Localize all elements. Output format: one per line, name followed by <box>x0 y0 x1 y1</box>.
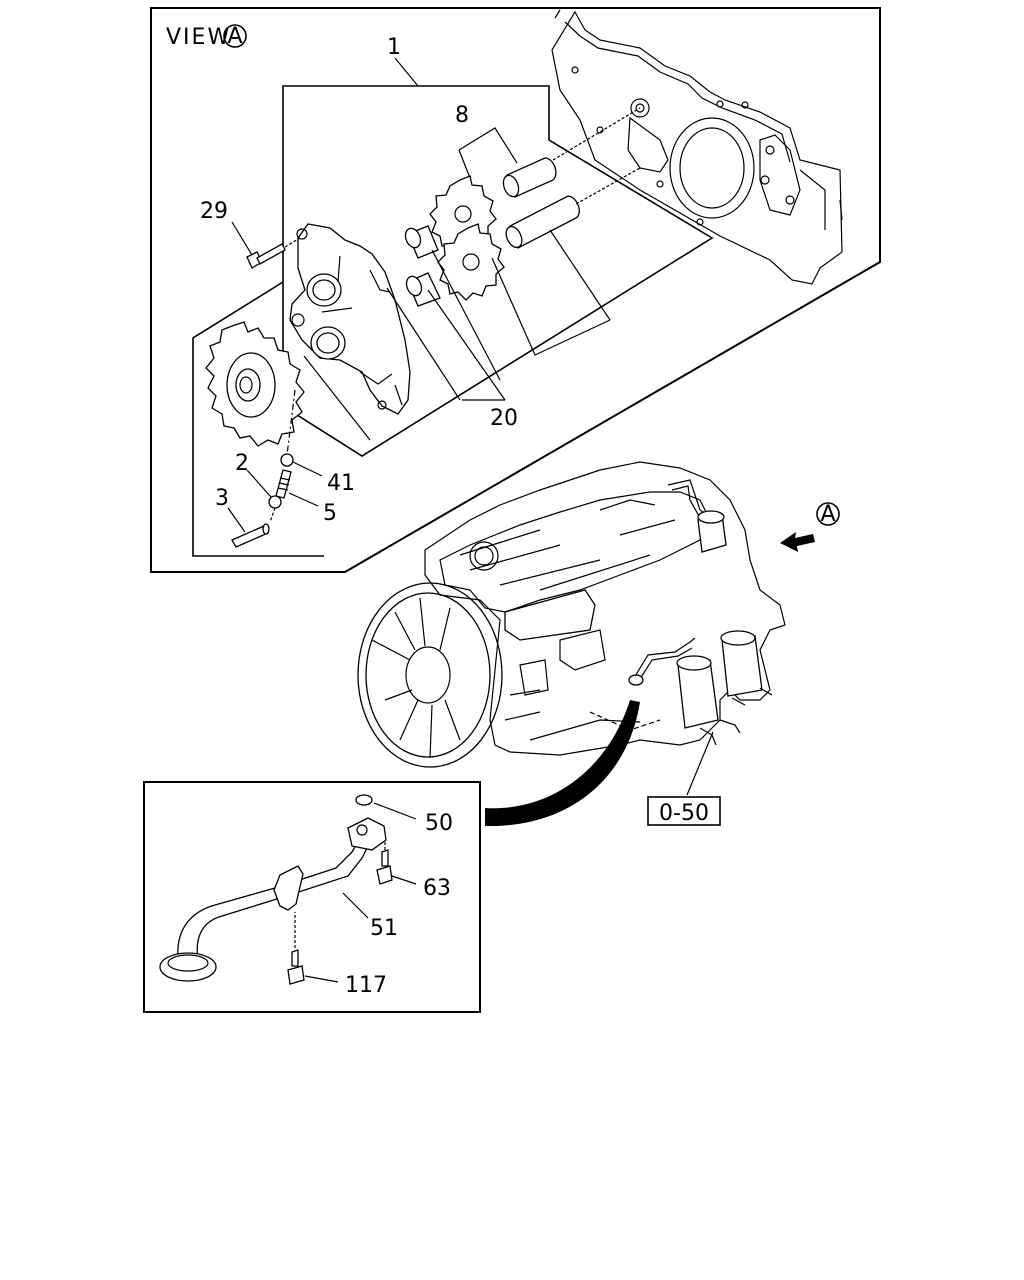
engine-illustration <box>357 461 786 768</box>
callout-labels-upper: 1 8 29 20 41 2 5 3 <box>200 35 518 526</box>
callout-8: 8 <box>455 103 469 128</box>
view-marker-text: A <box>227 24 242 49</box>
shaft-parts <box>458 107 641 249</box>
assembly-bracket <box>192 57 714 557</box>
view-a-frame <box>150 7 881 573</box>
pump-gears <box>429 175 505 301</box>
callout-41: 41 <box>327 471 355 496</box>
callout-5: 5 <box>323 501 337 526</box>
callout-labels-lower: 50 63 51 117 <box>345 811 453 998</box>
callout-29: 29 <box>200 199 228 224</box>
callout-2: 2 <box>235 451 249 476</box>
callout-51: 51 <box>370 916 398 941</box>
arrow-marker-text: A <box>820 502 835 527</box>
bolt-29 <box>246 237 301 269</box>
bushing-parts <box>404 225 441 307</box>
relief-valve-parts <box>231 389 296 548</box>
callout-1: 1 <box>387 35 401 60</box>
drive-gear <box>205 321 305 447</box>
view-a-label: VIEW A <box>166 24 247 50</box>
view-direction-arrow: A <box>780 502 840 552</box>
callout-50: 50 <box>425 811 453 836</box>
arrow-marker-circle <box>816 502 840 526</box>
reference-callout: 0-50 <box>647 731 721 826</box>
callout-3: 3 <box>215 486 229 511</box>
engine-block-illustration <box>551 9 843 285</box>
view-marker-circle <box>223 24 247 48</box>
pump-housing <box>289 223 411 415</box>
reference-box <box>647 796 721 826</box>
callout-leaders <box>227 221 611 533</box>
callout-117: 117 <box>345 973 387 998</box>
oil-strainer <box>159 794 393 985</box>
callout-20: 20 <box>490 406 518 431</box>
reference-box-text: 0-50 <box>659 801 709 826</box>
detail-callout-arrow <box>485 700 640 827</box>
view-label-text: VIEW <box>166 25 231 50</box>
callout-63: 63 <box>423 876 451 901</box>
callout-leaders-lower <box>304 802 417 983</box>
detail-frame <box>143 781 481 1013</box>
